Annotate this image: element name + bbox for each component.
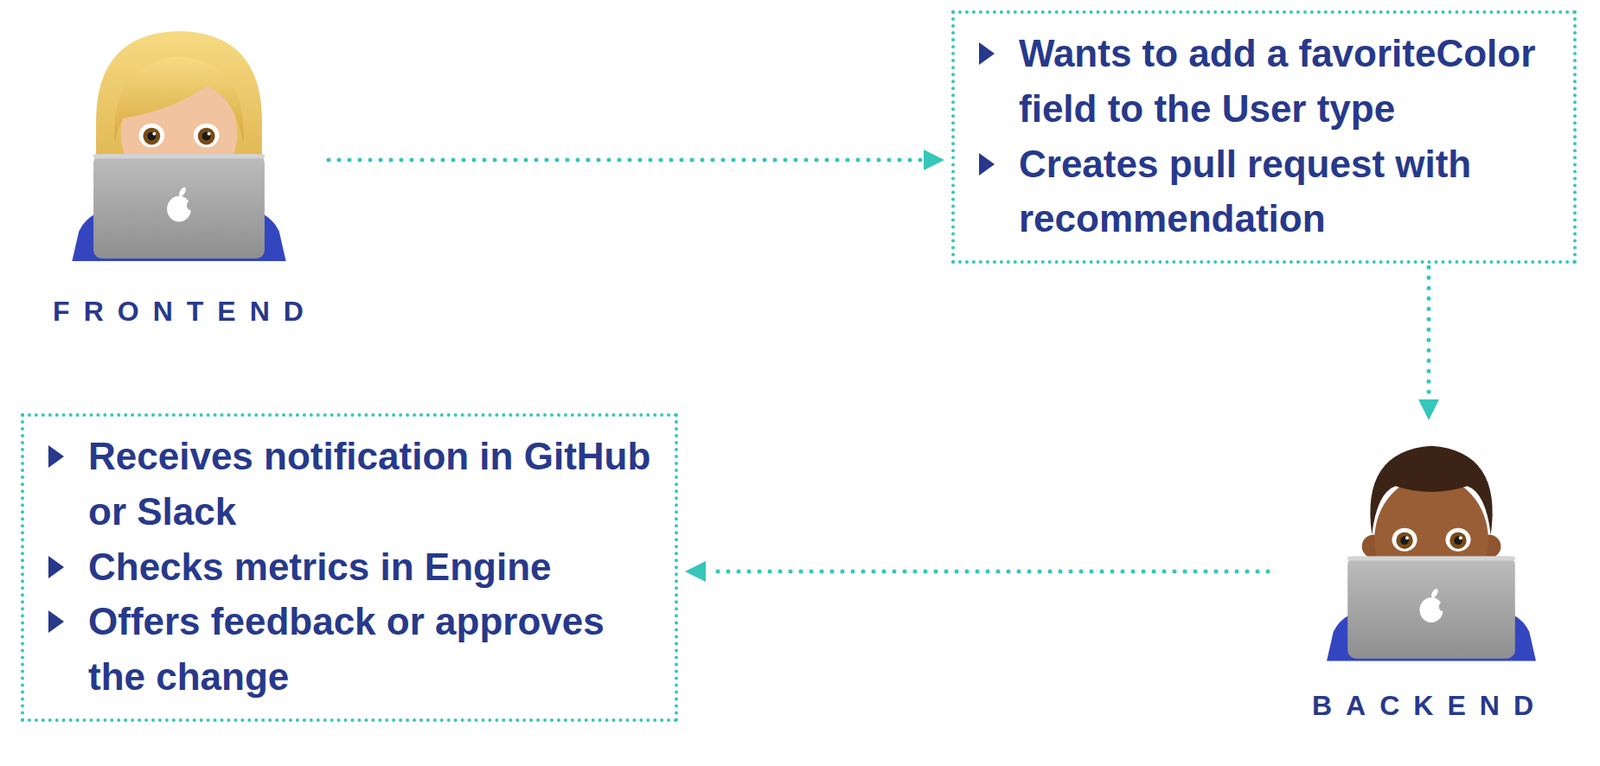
arrow-head: [1418, 399, 1440, 421]
dotted-connector: [1427, 267, 1432, 398]
developer-role: BACKEND: [1271, 423, 1575, 727]
role-label: BACKEND: [1271, 688, 1575, 724]
step-box: Wants to add a favoriteColor field to th…: [951, 10, 1577, 264]
dotted-connector: [328, 158, 922, 163]
developer-role: FRONTEND: [31, 24, 326, 327]
bullet-text: Creates pull request with recommendation: [958, 136, 1555, 248]
bullet-text: Wants to add a favoriteColor field to th…: [958, 25, 1555, 137]
dotted-connector: [707, 569, 1268, 575]
backend-developer-illustration: [1326, 428, 1536, 664]
role-label: FRONTEND: [31, 294, 326, 329]
arrow-head: [684, 561, 706, 583]
arrow-head: [923, 149, 945, 171]
step-box: Receives notification in GitHub or Slack…: [20, 413, 679, 723]
frontend-developer-illustration: [71, 25, 287, 262]
bullet-text: Checks metrics in Engine: [27, 539, 656, 596]
bullet-text: Offers feedback or approves the change: [27, 594, 656, 705]
bullet-text: Receives notification in GitHub or Slack: [27, 428, 656, 540]
